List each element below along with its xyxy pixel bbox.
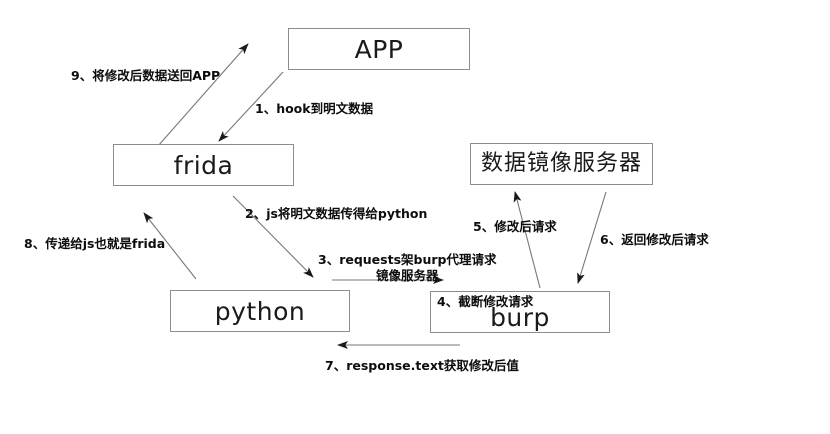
- node-server[interactable]: 数据镜像服务器: [470, 143, 653, 185]
- edge-label-9: 9、将修改后数据送回APP: [71, 68, 221, 83]
- node-frida-label: frida: [173, 150, 234, 180]
- edge-label-2: 2、js将明文数据传得给python: [245, 206, 428, 221]
- node-burp[interactable]: burp: [430, 291, 610, 333]
- node-app[interactable]: APP: [288, 28, 470, 70]
- node-python-label: python: [214, 296, 306, 326]
- node-app-label: APP: [354, 34, 404, 64]
- node-server-label: 数据镜像服务器: [480, 151, 642, 176]
- burp-intercept-note: 4、截断修改请求: [437, 294, 534, 309]
- edge-label-8: 8、传递给js也就是frida: [24, 236, 166, 251]
- edge-line-8: [143, 212, 197, 280]
- edge-label-5: 5、修改后请求: [473, 219, 557, 234]
- node-burp-label: burp: [490, 302, 550, 332]
- edge-line-9: [157, 43, 249, 147]
- edge-label-1: 1、hook到明文数据: [255, 101, 374, 116]
- edge-line-5: [513, 191, 541, 289]
- edge-line-1: [218, 71, 284, 142]
- node-frida[interactable]: frida: [113, 144, 294, 186]
- edge-line-2: [232, 195, 314, 278]
- edge-label-7: 7、response.text获取修改后值: [325, 358, 519, 373]
- node-python[interactable]: python: [170, 290, 350, 332]
- edge-label-6: 6、返回修改后请求: [600, 232, 709, 247]
- edge-label-3: 3、requests架burp代理请求 镜像服务器: [318, 252, 497, 283]
- edge-line-6: [577, 191, 607, 284]
